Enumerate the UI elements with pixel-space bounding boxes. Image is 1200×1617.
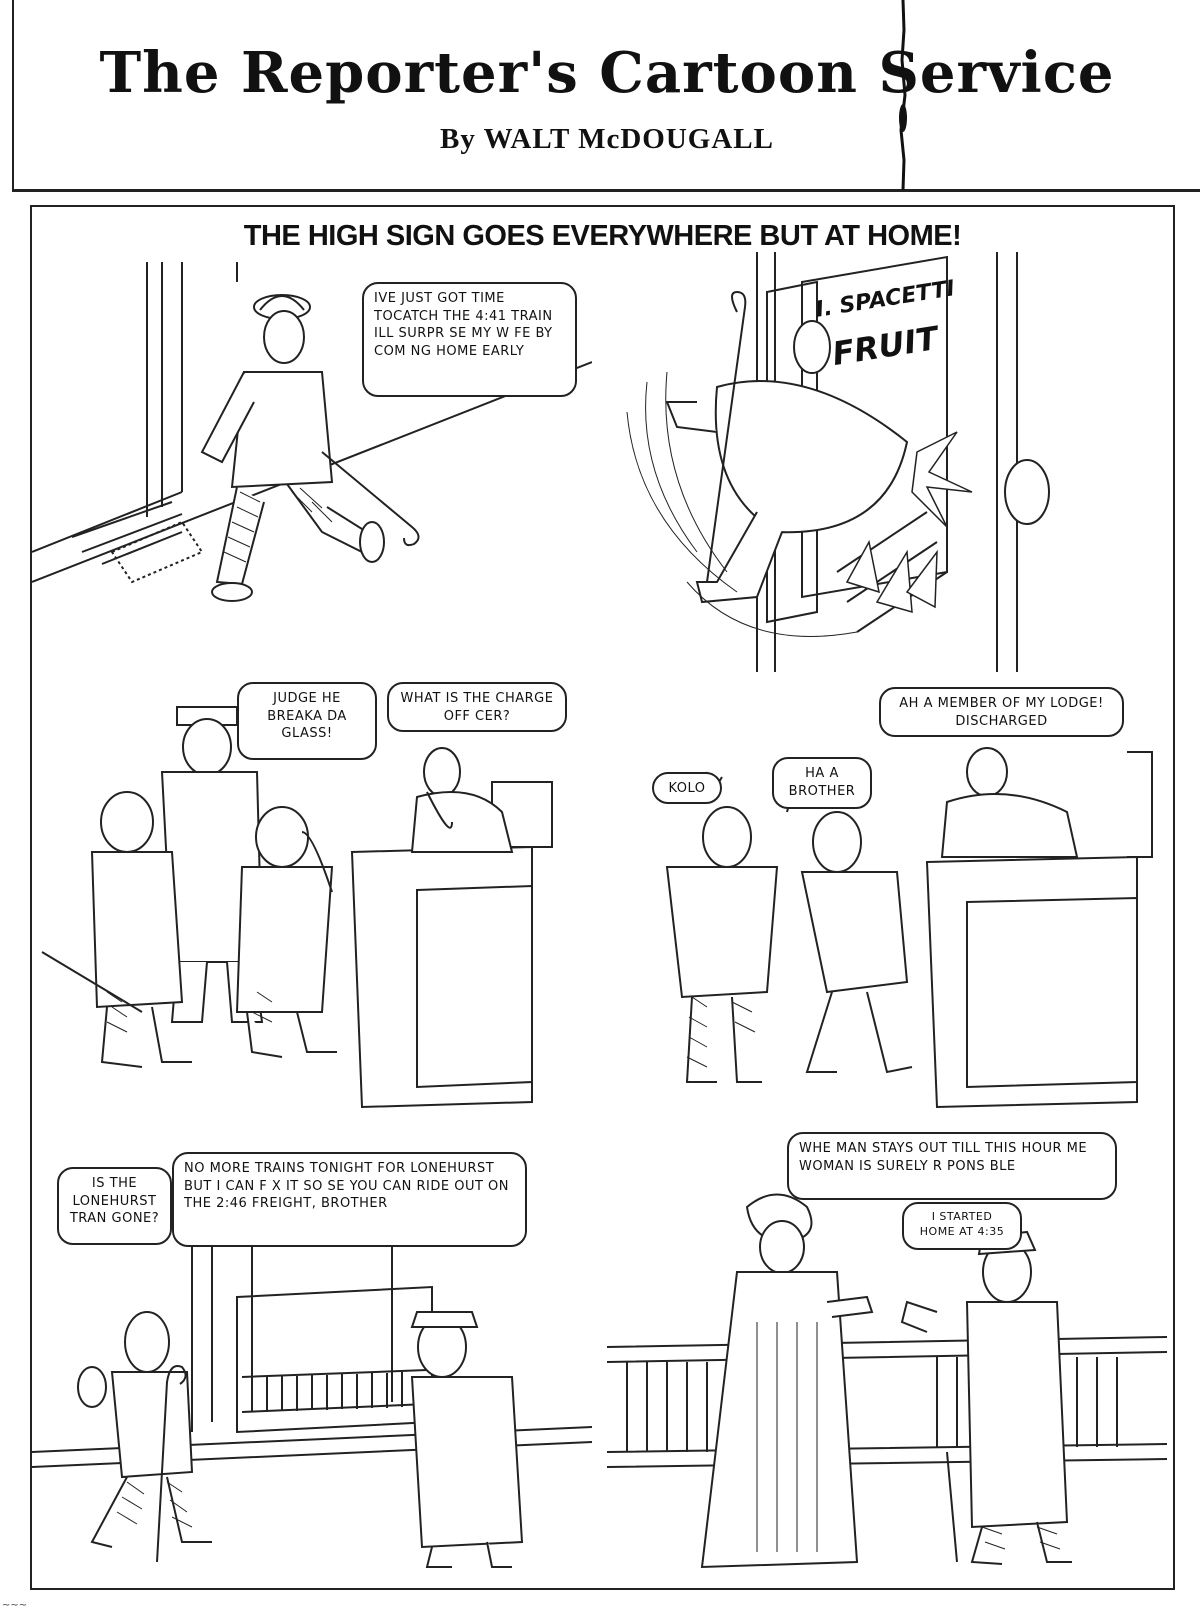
panel-1: IVE JUST GOT TIME TOCATCH THE 4:41 TRAIN…: [32, 252, 592, 682]
ink-blot: [899, 0, 907, 190]
speech-bubble: WHAT IS THE CHARGE OFF CER?: [387, 682, 567, 732]
panel-4: KOLO HA A BROTHER AH A MEMBER OF MY LODG…: [607, 662, 1167, 1112]
strip-title: THE HIGH SIGN GOES EVERYWHERE BUT AT HOM…: [243, 220, 962, 252]
panel-6: WHE MAN STAYS OUT TILL THIS HOUR ME WOMA…: [607, 1122, 1167, 1577]
masthead-title: The Reporter's Cartoon Service: [99, 40, 1115, 106]
speech-bubble: I STARTED HOME AT 4:35: [902, 1202, 1022, 1250]
speech-bubble: WHE MAN STAYS OUT TILL THIS HOUR ME WOMA…: [787, 1132, 1117, 1200]
panel-1-drawing: [32, 262, 592, 602]
speech-bubble: AH A MEMBER OF MY LODGE! DISCHARGED: [879, 687, 1124, 737]
masthead-byline: By WALT McDOUGALL: [440, 123, 774, 155]
panel-4-drawing: [665, 747, 1153, 1109]
panel-2-drawing: [626, 252, 1050, 672]
panel-3: JUDGE HE BREAKA DA GLASS! WHAT IS THE CH…: [32, 662, 592, 1112]
speech-bubble: JUDGE HE BREAKA DA GLASS!: [237, 682, 377, 760]
panel-5-drawing: [32, 1222, 592, 1568]
panel-2: I. SPACETTI FRUIT: [607, 252, 1167, 682]
panel-3-drawing: [41, 706, 553, 1109]
masthead: The Reporter's Cartoon Service By WALT M…: [12, 0, 1200, 192]
panel-5: IS THE LONEHURST TRAN GONE? NO MORE TRAI…: [32, 1122, 592, 1577]
speech-bubble: NO MORE TRAINS TONIGHT FOR LONEHURST BUT…: [172, 1152, 527, 1247]
scan-mark: ~~~: [2, 1600, 28, 1611]
speech-bubble: IVE JUST GOT TIME TOCATCH THE 4:41 TRAIN…: [362, 282, 577, 397]
comic-strip: THE HIGH SIGN GOES EVERYWHERE BUT AT HOM…: [30, 205, 1175, 1590]
speech-bubble: HA A BROTHER: [772, 757, 872, 809]
speech-bubble: KOLO: [652, 772, 722, 804]
speech-bubble: IS THE LONEHURST TRAN GONE?: [57, 1167, 172, 1245]
